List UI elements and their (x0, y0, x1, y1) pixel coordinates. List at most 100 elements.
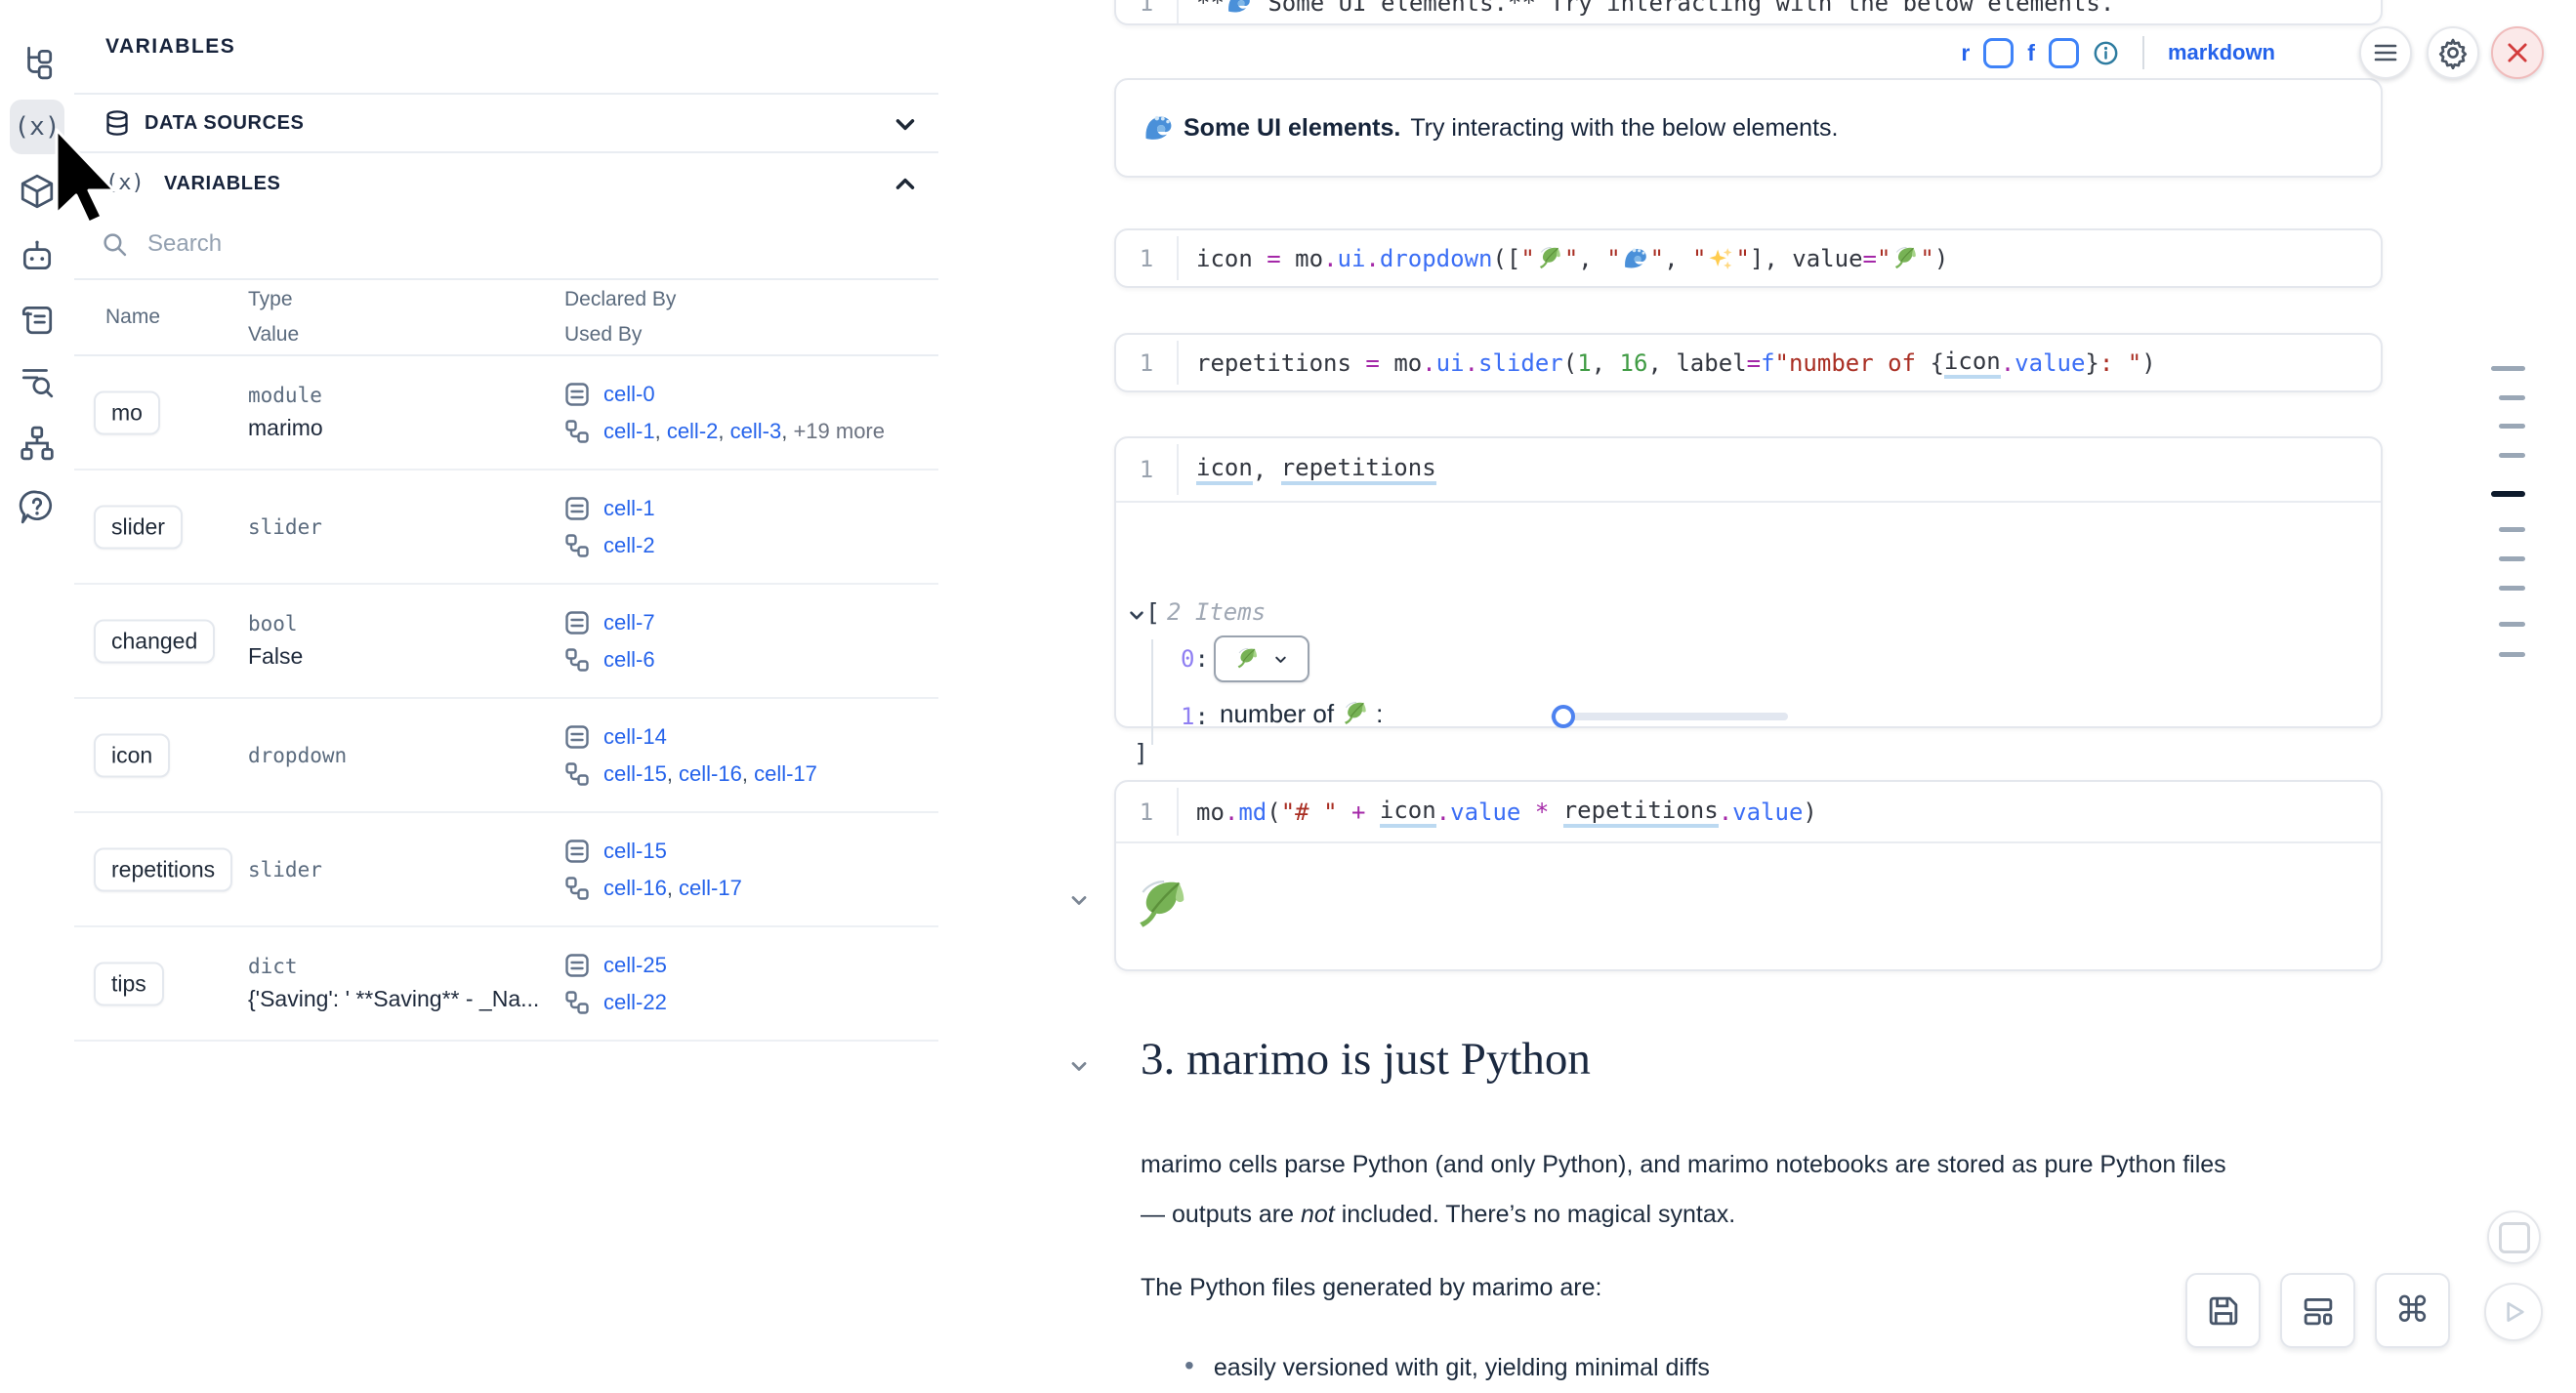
variable-name-chip[interactable]: changed (94, 619, 216, 663)
toolbar-divider (2141, 36, 2144, 69)
keyboard-shortcuts-button[interactable]: ⌘ (2375, 1273, 2450, 1348)
declared-by-icon (564, 724, 590, 750)
format-shortcut-key-icon[interactable] (2048, 37, 2079, 68)
layout-toggle-button[interactable] (2280, 1273, 2355, 1348)
dependency-graph-icon[interactable] (10, 416, 64, 471)
minimap-cell-dash[interactable] (2491, 491, 2525, 497)
bullet-dot: • (1184, 1350, 1194, 1380)
chevron-up-icon[interactable] (891, 170, 920, 199)
markdown-source-cell[interactable]: 1 ** Some UI elements.** Try interacting… (1114, 0, 2383, 25)
icon-dropdown-control[interactable] (1214, 635, 1309, 682)
declared-by-icon (564, 839, 590, 864)
more-cells-label[interactable]: +19 more (793, 418, 885, 443)
minimap-cell-dash[interactable] (2499, 527, 2525, 532)
cell-link[interactable]: cell-1 (603, 418, 655, 443)
section-collapse-chevron[interactable] (1067, 1054, 1091, 1078)
data-sources-section-header[interactable]: DATA SOURCES (74, 95, 938, 153)
minimap-cell-dash[interactable] (2499, 622, 2525, 627)
run-shortcut-key-icon[interactable] (1983, 37, 2015, 68)
cell-link[interactable]: cell-17 (679, 875, 742, 900)
cell-link[interactable]: cell-25 (603, 952, 667, 977)
cell-link[interactable]: cell-1 (603, 495, 655, 520)
cell-link[interactable]: cell-0 (603, 381, 655, 406)
info-icon[interactable] (2093, 40, 2119, 66)
variable-type: module (248, 384, 322, 407)
md-intro-bold: Some UI elements. (1184, 113, 1401, 142)
declared-by-icon (564, 496, 590, 521)
variables-search-input[interactable] (145, 229, 735, 259)
stop-button[interactable] (2487, 1210, 2541, 1264)
help-icon[interactable] (10, 479, 64, 534)
variable-value: marimo (248, 415, 323, 440)
minimap-cell-dash[interactable] (2499, 556, 2525, 561)
cell-link[interactable]: cell-17 (754, 760, 817, 786)
cell-language-badge[interactable]: markdown (2167, 40, 2275, 64)
code-line[interactable]: icon = mo.ui.dropdown(["", "", ""], valu… (1196, 244, 1949, 272)
variable-name-chip[interactable]: tips (94, 962, 164, 1005)
used-by-icon (564, 533, 590, 558)
variable-name-chip[interactable]: icon (94, 733, 171, 777)
settings-button[interactable] (2427, 26, 2479, 79)
code-line[interactable]: repetitions = mo.ui.slider(1, 16, label=… (1196, 347, 2156, 379)
cell-link[interactable]: cell-16 (603, 875, 667, 900)
cell-link[interactable]: cell-7 (603, 609, 655, 635)
cell-link[interactable]: cell-22 (603, 989, 667, 1014)
minimap-cell-dash[interactable] (2499, 652, 2525, 657)
variable-name-chip[interactable]: mo (94, 390, 160, 434)
run-all-button[interactable] (2484, 1283, 2543, 1341)
code-line[interactable]: mo.md("# " + icon.value * repetitions.va… (1196, 796, 1817, 828)
minimap-cell-dash[interactable] (2499, 586, 2525, 591)
repetitions-slider-thumb[interactable] (1552, 705, 1575, 728)
ai-assistant-icon[interactable] (10, 228, 64, 283)
code-cell-slider[interactable]: 1 repetitions = mo.ui.slider(1, 16, labe… (1114, 333, 2383, 392)
cell-link[interactable]: cell-3 (729, 418, 782, 443)
column-declared-by: Declared By (564, 288, 677, 310)
tree-count-label: 2 Items (1167, 598, 1267, 626)
cell-link[interactable]: cell-16 (679, 760, 742, 786)
minimap-cell-dash[interactable] (2491, 366, 2525, 371)
format-shortcut-label[interactable]: f (2027, 39, 2035, 65)
code-cell-tuple[interactable]: 1 icon, repetitions [ 2 Items 0: 1: numb… (1114, 436, 2383, 767)
variables-panel: VARIABLES DATA SOURCES (x) VARIABLES Nam… (74, 0, 940, 1376)
variable-type: dropdown (248, 743, 348, 767)
repetitions-slider-track[interactable] (1551, 713, 1788, 720)
cell-collapse-chevron[interactable] (1067, 888, 1091, 912)
minimap-cell-dash[interactable] (2499, 424, 2525, 429)
cell-link[interactable]: cell-2 (603, 532, 655, 557)
variable-name-chip[interactable]: slider (94, 505, 183, 549)
minimap-cell-dash[interactable] (2499, 453, 2525, 458)
cell-link[interactable]: cell-15 (603, 760, 667, 786)
sparkles-emoji-icon (1708, 246, 1733, 271)
minimap-cell-dash[interactable] (2499, 395, 2525, 400)
logs-icon[interactable] (10, 353, 64, 408)
tree-index-1: 1 (1181, 703, 1195, 730)
chevron-down-icon[interactable] (891, 109, 920, 139)
used-by-icon (564, 876, 590, 901)
code-line[interactable]: ** Some UI elements.** Try interacting w… (1179, 0, 2114, 17)
variable-name-chip[interactable]: repetitions (94, 847, 233, 891)
tree-output: [ 2 Items 0: 1: number of : ] (1116, 503, 2381, 767)
file-tree-icon[interactable] (10, 35, 64, 90)
cell-link[interactable]: cell-2 (666, 418, 719, 443)
cell-link[interactable]: cell-6 (603, 646, 655, 672)
data-sources-label: DATA SOURCES (145, 112, 305, 134)
mouse-cursor (55, 128, 116, 225)
code-line[interactable]: icon, repetitions (1196, 454, 1436, 485)
run-shortcut-label[interactable]: r (1961, 39, 1971, 65)
slider-label: number of (1220, 699, 1335, 728)
cell-link[interactable]: cell-14 (603, 723, 667, 749)
save-button[interactable] (2185, 1273, 2261, 1348)
cell-footer-toolbar: r f markdown (1114, 25, 2383, 80)
notebook-menu-button[interactable] (2359, 26, 2412, 79)
variable-value: {'Saving': ' **Saving** - _Na... (248, 986, 540, 1011)
tree-collapse-icon[interactable] (1126, 604, 1147, 626)
shutdown-button[interactable] (2491, 26, 2544, 79)
cell-link[interactable]: cell-15 (603, 838, 667, 863)
code-cell-md[interactable]: 1 mo.md("# " + icon.value * repetitions.… (1114, 780, 2383, 971)
variable-value: False (248, 643, 304, 669)
scratchpad-icon[interactable] (10, 292, 64, 347)
code-cell-dropdown[interactable]: 1 icon = mo.ui.dropdown(["", "", ""], va… (1114, 228, 2383, 288)
gear-icon (2436, 36, 2470, 69)
